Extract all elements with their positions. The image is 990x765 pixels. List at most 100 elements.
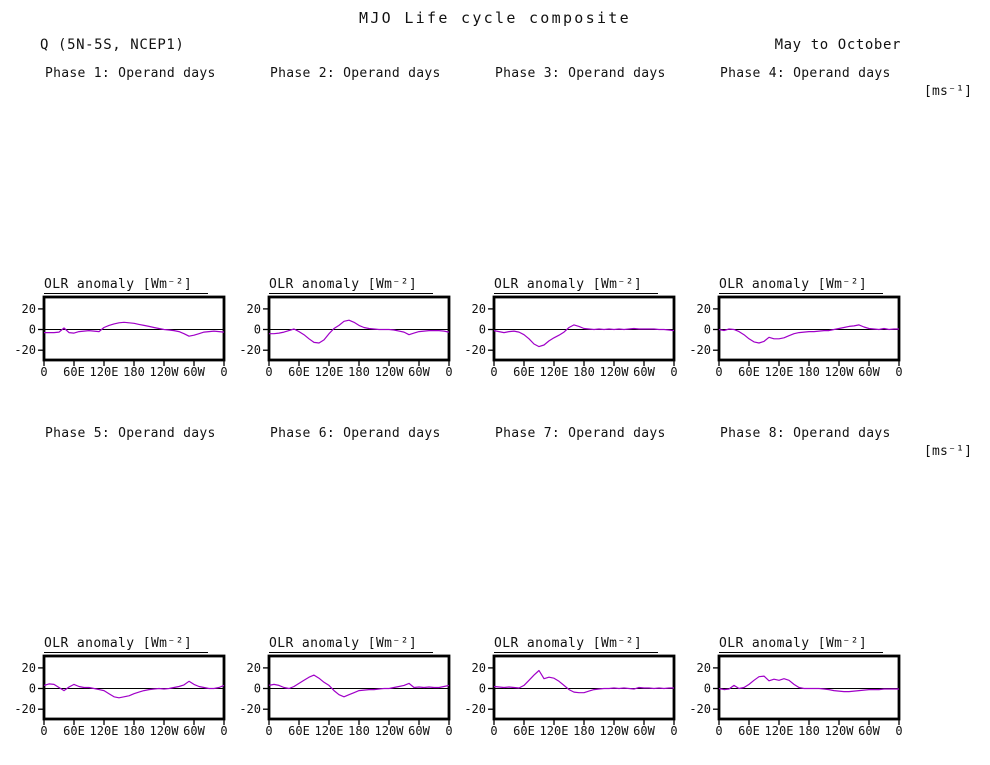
- plot-frame: [267, 654, 451, 721]
- x-tick-label: 180: [348, 365, 370, 379]
- olr-anomaly-line: [43, 680, 225, 699]
- x-tick-label: 0: [220, 724, 227, 738]
- page-title: MJO Life cycle composite: [359, 9, 631, 27]
- y-tick-label: 20: [697, 302, 711, 316]
- x-tick-label: 60E: [288, 365, 310, 379]
- x-tick-label: 60W: [183, 724, 205, 738]
- x-tick-label: 180: [348, 724, 370, 738]
- x-tick-label: 180: [573, 724, 595, 738]
- phase-7-label: Phase 7: Operand days: [495, 426, 666, 441]
- x-tick-label: 60W: [408, 724, 430, 738]
- x-tick-label: 60W: [633, 724, 655, 738]
- x-tick-label: 0: [715, 724, 722, 738]
- x-tick-label: 120W: [600, 365, 630, 379]
- y-tick-label: 20: [247, 661, 261, 675]
- y-tick-label: 0: [254, 323, 261, 337]
- phase-8-label: Phase 8: Operand days: [720, 426, 891, 441]
- chart-title: OLR anomaly [Wm⁻²]: [269, 277, 433, 294]
- x-tick-label: 120W: [825, 365, 855, 379]
- olr-anomaly-line: [268, 674, 450, 698]
- plot-frame: [492, 295, 676, 362]
- x-tick-label: 60E: [738, 724, 760, 738]
- phase-3-label: Phase 3: Operand days: [495, 66, 666, 81]
- y-tick-label: 20: [22, 302, 36, 316]
- x-tick-label: 0: [670, 365, 677, 379]
- x-tick-label: 60E: [63, 365, 85, 379]
- x-tick-label: 0: [265, 365, 272, 379]
- y-tick-label: -20: [14, 343, 36, 357]
- x-tick-label: 120W: [600, 724, 630, 738]
- x-tick-label: 180: [123, 724, 145, 738]
- chart-title: OLR anomaly [Wm⁻²]: [719, 636, 883, 653]
- olr-anomaly-line: [493, 324, 675, 348]
- chart-title: OLR anomaly [Wm⁻²]: [719, 277, 883, 294]
- x-tick-label: 120W: [375, 365, 405, 379]
- x-tick-label: 60E: [513, 365, 535, 379]
- plot-frame: [42, 295, 226, 362]
- x-tick-label: 60E: [738, 365, 760, 379]
- olr-anomaly-line: [718, 675, 899, 693]
- y-tick-label: 0: [254, 682, 261, 696]
- x-tick-label: 0: [715, 365, 722, 379]
- y-tick-label: 20: [22, 661, 36, 675]
- x-tick-label: 120E: [765, 365, 794, 379]
- phase-4-label: Phase 4: Operand days: [720, 66, 891, 81]
- x-tick-label: 60E: [63, 724, 85, 738]
- variable-label: Q (5N-5S, NCEP1): [40, 37, 185, 53]
- x-tick-label: 0: [220, 365, 227, 379]
- x-tick-label: 180: [123, 365, 145, 379]
- y-tick-label: -20: [689, 702, 711, 716]
- x-tick-label: 120E: [765, 724, 794, 738]
- plot-frame: [42, 654, 226, 721]
- y-tick-label: 20: [472, 661, 486, 675]
- x-tick-label: 120E: [315, 365, 344, 379]
- wind-unit-label-row1: [ms⁻¹]: [924, 84, 973, 99]
- y-tick-label: 0: [29, 323, 36, 337]
- y-tick-label: 20: [247, 302, 261, 316]
- x-tick-label: 120E: [540, 365, 569, 379]
- x-tick-label: 120W: [375, 724, 405, 738]
- x-tick-label: 0: [445, 724, 452, 738]
- x-tick-label: 0: [895, 365, 902, 379]
- x-tick-label: 180: [798, 724, 820, 738]
- x-tick-label: 60E: [288, 724, 310, 738]
- x-tick-label: 60W: [183, 365, 205, 379]
- x-tick-label: 0: [670, 724, 677, 738]
- x-tick-label: 60W: [858, 365, 880, 379]
- phase-5-label: Phase 5: Operand days: [45, 426, 216, 441]
- y-tick-label: 0: [29, 682, 36, 696]
- x-tick-label: 60W: [408, 365, 430, 379]
- y-tick-label: 0: [479, 682, 486, 696]
- y-tick-label: -20: [239, 343, 261, 357]
- olr-anomaly-line: [718, 324, 899, 344]
- y-tick-label: 20: [472, 302, 486, 316]
- x-tick-label: 120E: [540, 724, 569, 738]
- y-tick-label: 0: [704, 323, 711, 337]
- x-tick-label: 120E: [315, 724, 344, 738]
- x-tick-label: 0: [895, 724, 902, 738]
- x-tick-label: 0: [490, 365, 497, 379]
- phase-6-label: Phase 6: Operand days: [270, 426, 441, 441]
- phase-2-chart: OLR anomaly [Wm⁻²] 20 0 -20 0 60E 120E 180 120W…: [235, 277, 455, 381]
- y-tick-label: -20: [14, 702, 36, 716]
- plot-frame: [717, 654, 901, 721]
- y-tick-label: 0: [479, 323, 486, 337]
- x-tick-label: 0: [265, 724, 272, 738]
- phase-2-label: Phase 2: Operand days: [270, 66, 441, 81]
- chart-title: OLR anomaly [Wm⁻²]: [44, 636, 208, 653]
- x-tick-label: 0: [40, 365, 47, 379]
- chart-title: OLR anomaly [Wm⁻²]: [494, 636, 658, 653]
- y-tick-label: -20: [464, 702, 486, 716]
